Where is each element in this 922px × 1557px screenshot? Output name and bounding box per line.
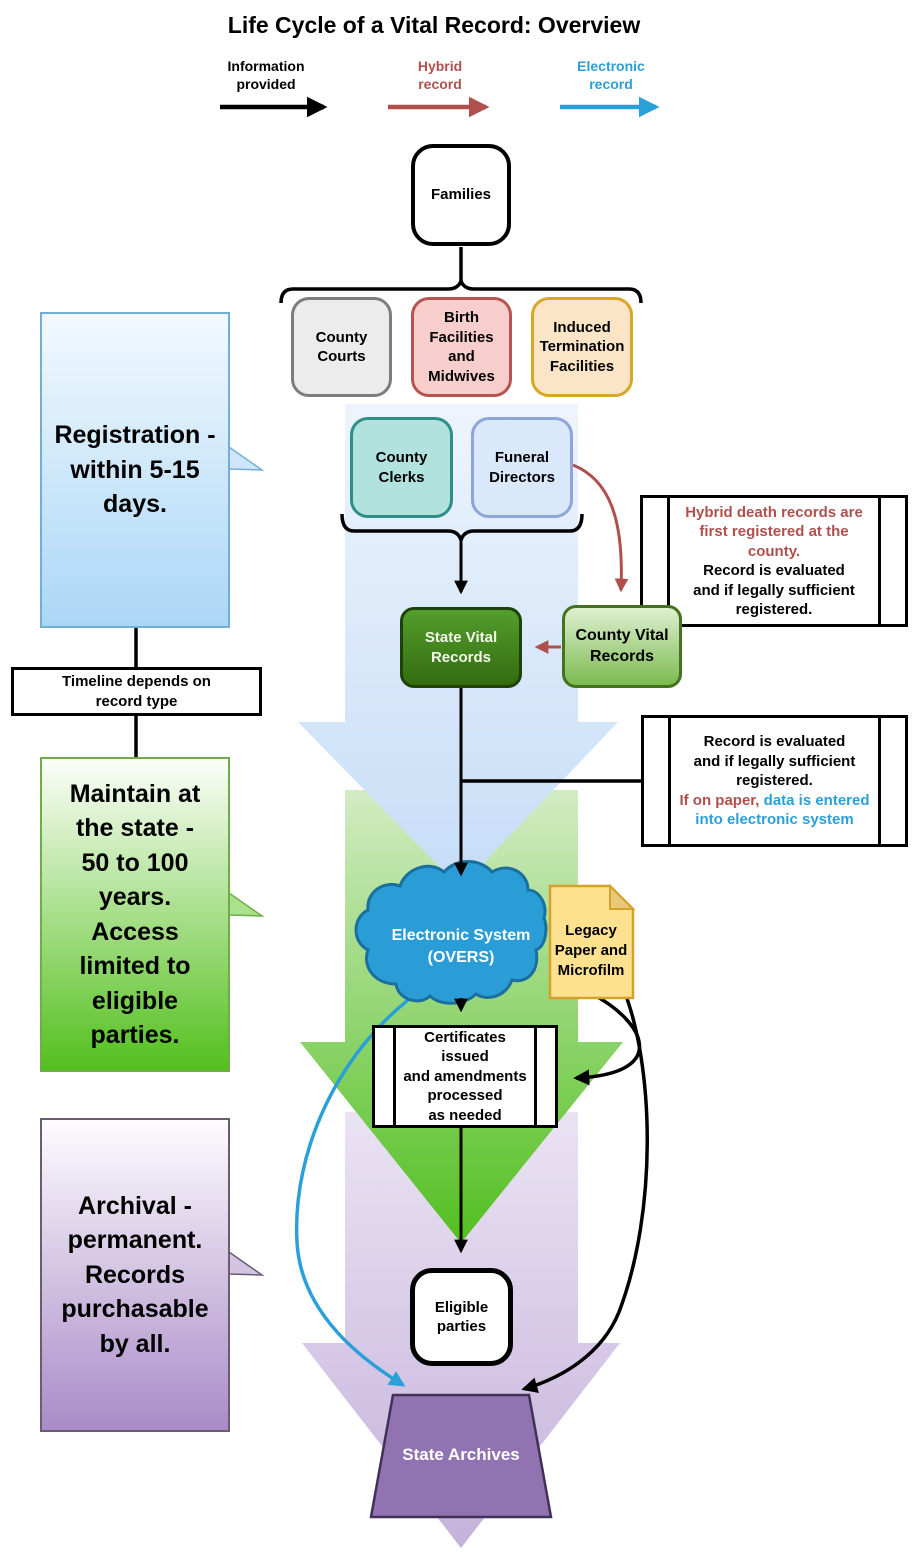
process-bar	[878, 498, 881, 624]
record-evaluation-note: Record is evaluated and if legally suffi…	[641, 715, 908, 847]
timeline-note: Timeline depends on record type	[11, 667, 262, 716]
hybrid-note-red-text: Hybrid death records are first registere…	[685, 503, 863, 560]
county-courts-node: County Courts	[291, 297, 392, 397]
process-bar	[393, 1028, 396, 1125]
legacy-paper-shape	[548, 884, 635, 1000]
state-archives-shape	[369, 1393, 553, 1519]
induced-termination-node: Induced Termination Facilities	[531, 297, 633, 397]
legacy-paper-fold	[609, 883, 636, 910]
state-archives-label: State Archives	[402, 1445, 520, 1464]
evaluation-note-red-text: If on paper,	[679, 791, 760, 809]
hybrid-death-records-note: Hybrid death records are first registere…	[640, 495, 908, 627]
electronic-to-archives-arrow	[294, 986, 426, 1387]
process-bar	[667, 498, 670, 624]
eligible-parties-node: Eligible parties	[410, 1268, 513, 1366]
legend-information-provided: Information provided	[227, 58, 305, 92]
legend-hybrid-record: Hybrid record	[417, 58, 463, 92]
electronic-system-cloud	[354, 860, 548, 1005]
archival-callout-tail	[228, 1250, 265, 1276]
electronic-system-label: Electronic System (OVERS)	[391, 927, 531, 966]
registration-callout: Registration - within 5-15 days.	[40, 312, 230, 628]
legacy-to-archives-arrow	[521, 987, 649, 1394]
birth-facilities-node: Birth Facilities and Midwives	[411, 297, 512, 397]
legacy-paper-label: Legacy Paper and Microfilm	[554, 921, 628, 980]
evaluation-note-blue-text: data is entered into electronic system	[695, 791, 870, 829]
page-title: Life Cycle of a Vital Record: Overview	[227, 12, 641, 38]
state-vital-records-node: State Vital Records	[400, 607, 522, 688]
process-bar	[668, 718, 671, 844]
bracket-top	[279, 276, 643, 304]
evaluation-note-black-text: Record is evaluated and if legally suffi…	[693, 733, 856, 790]
legend-electronic-record: Electronic record	[577, 58, 645, 92]
archival-callout: Archival - permanent. Records purchasabl…	[40, 1118, 230, 1432]
hybrid-note-text: Hybrid death records are first registere…	[685, 503, 863, 620]
funeral-to-county-vital-arrow	[572, 463, 629, 593]
process-bar	[878, 718, 881, 844]
county-vital-records-node: County Vital Records	[562, 605, 682, 688]
registration-callout-tail	[228, 445, 265, 471]
hybrid-note-black-text: Record is evaluated and if legally suffi…	[693, 562, 855, 618]
funeral-directors-node: Funeral Directors	[471, 417, 573, 518]
maintain-callout: Maintain at the state - 50 to 100 years.…	[40, 757, 230, 1072]
process-bar	[534, 1028, 537, 1125]
maintain-callout-tail	[228, 891, 265, 917]
certificates-issued-node: Certificates issued and amendments proce…	[372, 1025, 558, 1128]
county-clerks-node: County Clerks	[350, 417, 453, 518]
certificates-text: Certificates issued and amendments proce…	[403, 1028, 527, 1124]
evaluation-note-text: Record is evaluated and if legally suffi…	[679, 732, 869, 830]
families-node: Families	[411, 144, 511, 246]
